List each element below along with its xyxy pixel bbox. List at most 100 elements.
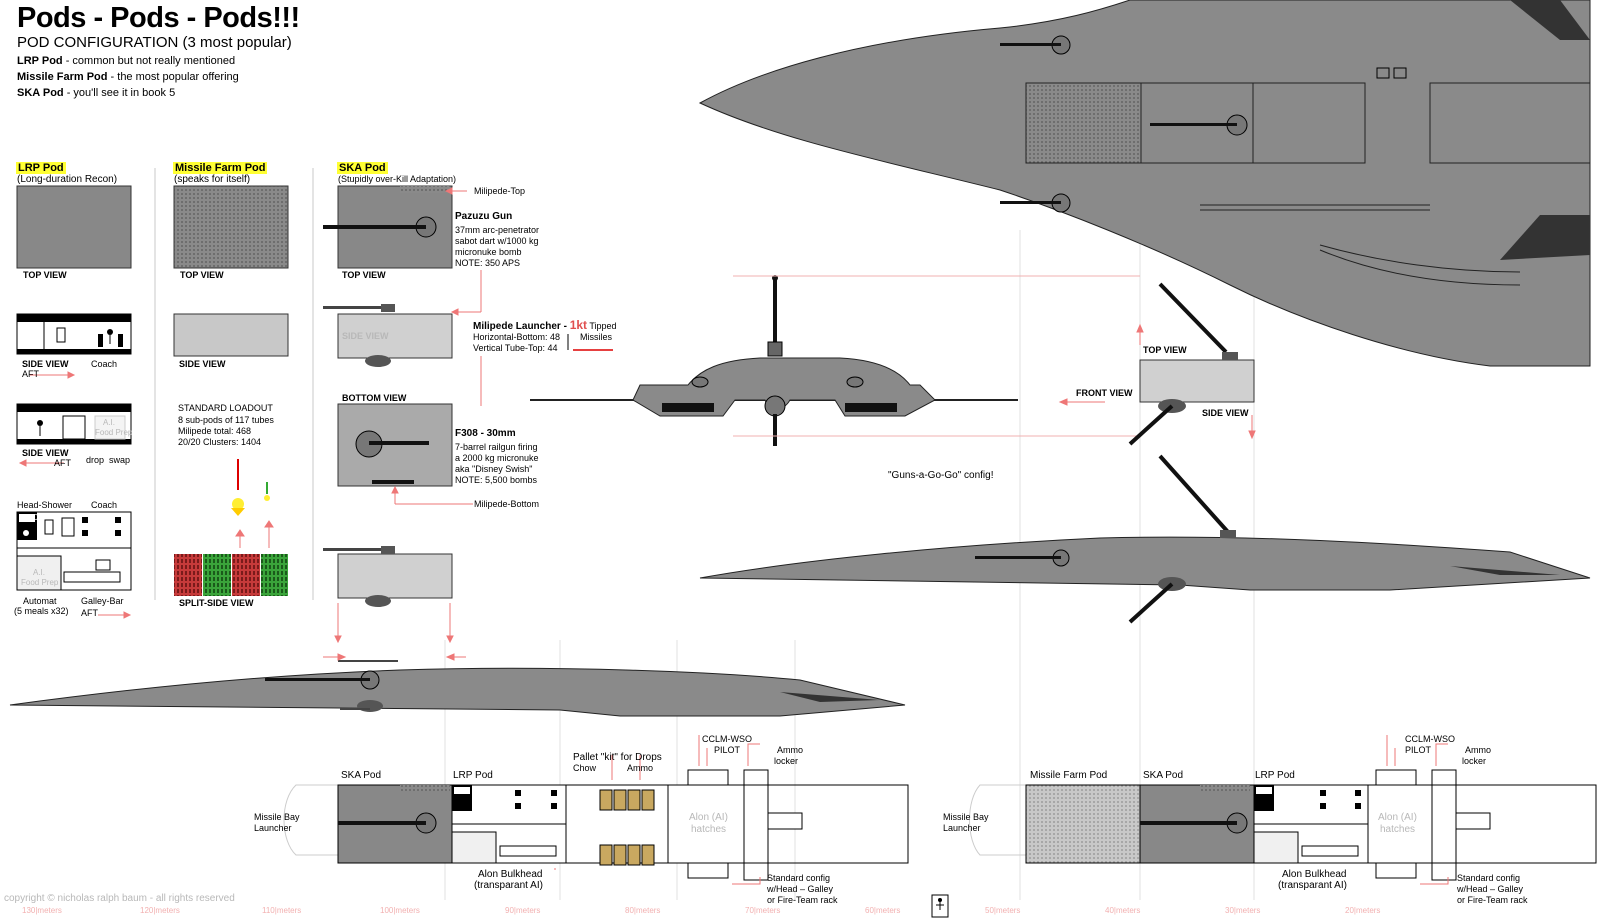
f308-line-2: a 2000 kg micronuke xyxy=(455,453,539,463)
missile-top-view-box xyxy=(173,185,289,269)
page-title: Pods - Pods - Pods!!! xyxy=(17,2,300,34)
bay-left-missile-bay-1: Missile Bay xyxy=(254,812,300,822)
ruler-mark: 100|meters xyxy=(380,906,420,915)
ska-bottom-view-label: BOTTOM VIEW xyxy=(342,393,407,403)
bay-right-alon-hatch-2: hatches xyxy=(1380,824,1416,835)
guns-config-caption: "Guns-a-Go-Go" config! xyxy=(888,470,994,481)
lrp-automat-label: Automat xyxy=(23,596,57,606)
bay-right-alon-hatch-1: Alon (AI) xyxy=(1378,812,1417,823)
person-scale-icon xyxy=(931,894,949,918)
bay-right-bulkhead-2: (transparant AI) xyxy=(1278,880,1347,891)
pazuzu-line-3: micronuke bomb xyxy=(455,247,522,257)
ruler-mark: 130|meters xyxy=(22,906,62,915)
bay-right-ska-label: SKA Pod xyxy=(1143,770,1184,781)
missile-side-view-box xyxy=(173,313,289,357)
milipede-vertical: Vertical Tube-Top: 44 xyxy=(473,343,558,353)
lrp-column-subtitle: (Long-duration Recon) xyxy=(17,174,118,185)
ruler-mark: 20|meters xyxy=(1345,906,1381,915)
bay-left-cclm-label: CCLM-WSO xyxy=(702,734,752,744)
loadout-title: STANDARD LOADOUT xyxy=(178,403,273,413)
bay-right-pilot-label: PILOT xyxy=(1405,745,1432,755)
ship-side-profile-right xyxy=(699,454,1591,624)
loadout-line-2: Milipede total: 468 xyxy=(178,426,252,436)
lrp-side-view-drawing xyxy=(16,313,132,355)
loadout-line-1: 8 sub-pods of 117 tubes xyxy=(178,415,274,425)
lrp-meals-label: (5 meals x32) xyxy=(14,606,69,616)
missile-column-subtitle: (speaks for itself) xyxy=(174,174,251,185)
bay-left-std-2: w/Head – Galley xyxy=(767,884,834,894)
lrp-swap-label: swap xyxy=(109,455,131,465)
top-view-label: TOP VIEW xyxy=(1143,345,1187,355)
lrp-aft-2-label: AFT xyxy=(54,458,71,468)
ammo-label: Ammo xyxy=(627,763,654,773)
bay-left-ammo-locker-1: Ammo xyxy=(777,745,804,755)
bay-left-lrp-label: LRP Pod xyxy=(453,770,493,781)
lrp-coach-2-label: Coach xyxy=(91,500,118,510)
ruler-mark: 110|meters xyxy=(262,906,302,915)
pazuzu-line-2: sabot dart w/1000 kg xyxy=(455,236,539,246)
lrp-coach-label: Coach xyxy=(91,359,118,369)
front-view-guides xyxy=(733,275,1140,437)
bay-right-ammo-locker-2: locker xyxy=(1462,756,1487,766)
ruler-mark: 50|meters xyxy=(985,906,1021,915)
bay-left-bulkhead-2: (transparant AI) xyxy=(474,880,543,891)
milipede-horizontal: Horizontal-Bottom: 48 xyxy=(473,332,561,342)
bay-right-lrp-label: LRP Pod xyxy=(1255,770,1295,781)
ship-side-profile-left xyxy=(9,660,906,717)
loadout-line-3: 20/20 Clusters: 1404 xyxy=(178,437,262,447)
copyright-notice: copyright © nicholas ralph baum - all ri… xyxy=(4,893,235,904)
ska-column-subtitle: (Stupidly over-Kill Adaptation) xyxy=(338,174,457,184)
ska-side-view-2-drawing xyxy=(323,546,453,607)
bay-right-std-2: w/Head – Galley xyxy=(1457,884,1524,894)
bay-right-bulkhead-1: Alon Bulkhead xyxy=(1282,869,1347,880)
bay-right-cclm-label: CCLM-WSO xyxy=(1405,734,1455,744)
bay-left-ska-label: SKA Pod xyxy=(341,770,382,781)
bay-left-std-1: Standard config xyxy=(767,873,831,883)
side-view-label: SIDE VIEW xyxy=(1202,408,1249,418)
lrp-h2o-label: H2O xyxy=(22,513,39,522)
ska-top-view-label: TOP VIEW xyxy=(342,270,386,280)
pod-item-ska: SKA Pod - you'll see it in book 5 xyxy=(17,87,176,99)
lrp-foodprep-label: Food Prep xyxy=(95,428,133,437)
missile-top-view-label: TOP VIEW xyxy=(180,270,224,280)
bay-left-ammo-locker-2: locker xyxy=(774,756,799,766)
lrp-top-view-label: TOP VIEW xyxy=(23,270,67,280)
missile-arrows xyxy=(235,520,274,548)
ship-small-side-view-drawing xyxy=(1128,282,1255,446)
ruler-mark: 90|meters xyxy=(505,906,541,915)
pazuzu-line-1: 37mm arc-penetrator xyxy=(455,225,540,235)
lrp-top-layout-drawing xyxy=(16,511,132,591)
ruler-mark: 70|meters xyxy=(745,906,781,915)
bay-layout-left xyxy=(283,769,909,881)
milipede-bottom-label: Milipede-Bottom xyxy=(474,499,540,509)
ska-annotation-arrows xyxy=(18,187,482,644)
lrp-foodprep-2-label: Food Prep xyxy=(21,578,59,587)
lrp-side-view-2-label: SIDE VIEW xyxy=(22,448,69,458)
lrp-ai-label: A.I. xyxy=(103,418,116,427)
ship-front-view-drawing xyxy=(530,275,1018,446)
missile-column-title: Missile Farm Pod xyxy=(173,162,268,174)
pazuzu-line-4: NOTE: 350 APS xyxy=(455,258,521,268)
lrp-side-view-2-drawing xyxy=(16,403,132,445)
lrp-ai-2-label: A.I. xyxy=(33,568,46,577)
lrp-side-view-label: SIDE VIEW xyxy=(22,359,69,369)
bay-right-std-1: Standard config xyxy=(1457,873,1521,883)
bay-layout-right xyxy=(969,769,1597,881)
missile-split-side-drawing xyxy=(174,554,288,596)
ruler-mark: 30|meters xyxy=(1225,906,1261,915)
bay-left-callouts xyxy=(554,735,761,885)
lrp-galley-bar-label: Galley-Bar xyxy=(81,596,124,606)
ska-top-view-drawing xyxy=(323,185,453,269)
pod-item-missile: Missile Farm Pod - the most popular offe… xyxy=(17,71,239,83)
bay-left-missile-bay-2: Launcher xyxy=(254,823,292,833)
page-subtitle: POD CONFIGURATION (3 most popular) xyxy=(17,34,292,51)
ruler-mark: 40|meters xyxy=(1105,906,1141,915)
ruler-mark: 80|meters xyxy=(625,906,661,915)
missile-side-view-label: SIDE VIEW xyxy=(179,359,226,369)
bay-right-ammo-locker-1: Ammo xyxy=(1465,745,1492,755)
missile-launch-flare xyxy=(232,498,244,510)
lrp-head-shower-label: Head-Shower xyxy=(17,500,73,510)
f308-line-3: aka "Disney Swish" xyxy=(455,464,533,474)
small-view-arrows xyxy=(1058,323,1256,440)
